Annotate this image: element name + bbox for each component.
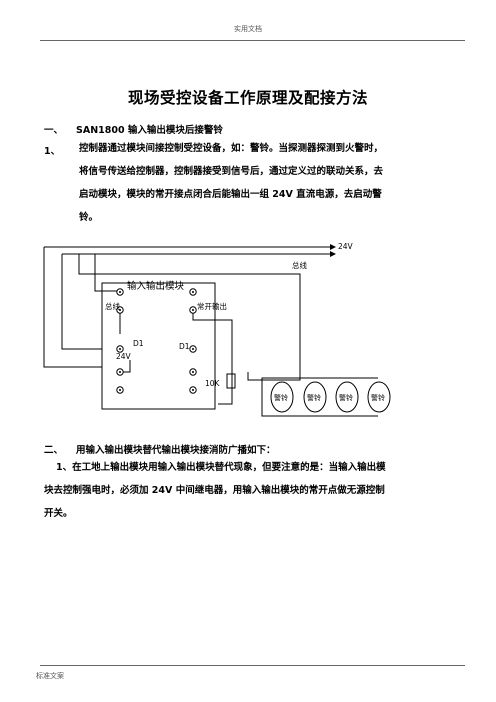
label-no-output: 常开输出: [197, 301, 227, 311]
bell-1: [270, 381, 294, 413]
resistor: [226, 373, 236, 389]
bell-3: [335, 381, 359, 413]
bell-label: 警铃: [339, 393, 353, 402]
section1-paragraph: 控制器通过模块间接控制受控设备，如：警铃。当探测器探测到火警时， 将信号传送给控…: [79, 137, 383, 229]
bell-label: 警铃: [307, 393, 321, 402]
module-box: [101, 282, 216, 410]
label-d1-left: D1: [133, 339, 144, 348]
bell-2: [303, 381, 327, 413]
paragraph-line: 将信号传送给控制器，控制器接受到信号后，通过定义过的联动关系，去: [79, 166, 384, 177]
wire-out-top: [261, 377, 378, 380]
page-footer: 标准文案: [36, 672, 64, 680]
wire-internal-right: [192, 310, 233, 405]
module-title: 输入输出模块: [127, 280, 185, 292]
label-resistor: 10K: [205, 379, 221, 388]
label-24v-left: 24V: [116, 352, 132, 361]
arrow-bus: [330, 251, 336, 257]
section2-number: 二、: [44, 445, 64, 456]
bell-label: 警铃: [274, 393, 288, 402]
section2-paragraph: 1、在工地上输出模块用输入输出模块替代现象，但要注意的是：当输入输出模 块去控制…: [44, 456, 464, 525]
label-24v: 24V: [338, 242, 354, 251]
footer-rule: [40, 665, 465, 666]
section2-heading: 用输入输出模块替代输出模块接消防广播如下：: [76, 445, 276, 456]
section1-heading: SAN1800 输入输出模块后接警铃: [76, 125, 223, 136]
paragraph-line: 1、在工地上输出模块用输入输出模块替代现象，但要注意的是：当输入输出模: [56, 462, 386, 473]
arrow-24v: [330, 244, 336, 250]
paragraph-line: 块去控制强电时，必须加 24V 中间继电器，用输入输出模块的常开点做无源控制: [44, 485, 385, 496]
section1-number: 一、: [44, 125, 64, 136]
bell-4: [367, 381, 391, 413]
paragraph-line: 启动模块，模块的常开接点闭合后能输出一组 24V 直流电源，去启动警: [79, 189, 382, 200]
bell-label: 警铃: [371, 393, 385, 402]
page-title: 现场受控设备工作原理及配接方法: [127, 89, 368, 107]
page-header: 实用文档: [234, 25, 262, 33]
label-bus: 总线: [292, 260, 307, 270]
wire-bus-mid: [94, 254, 120, 292]
label-module-bus: 总线: [105, 301, 120, 311]
paragraph-line: 控制器通过模块间接控制受控设备，如：警铃。当探测器探测到火警时，: [79, 143, 384, 154]
header-rule: [40, 40, 465, 41]
wire-out-bottom: [261, 380, 378, 417]
wire-24v: [43, 247, 102, 368]
wire-bus-right: [78, 254, 301, 381]
section1-item-number: 1、: [44, 146, 61, 157]
wire-bus-left: [61, 254, 102, 350]
paragraph-line: 铃。: [79, 212, 99, 223]
label-d1-right: D1: [179, 342, 190, 351]
paragraph-line: 开关。: [44, 508, 73, 519]
